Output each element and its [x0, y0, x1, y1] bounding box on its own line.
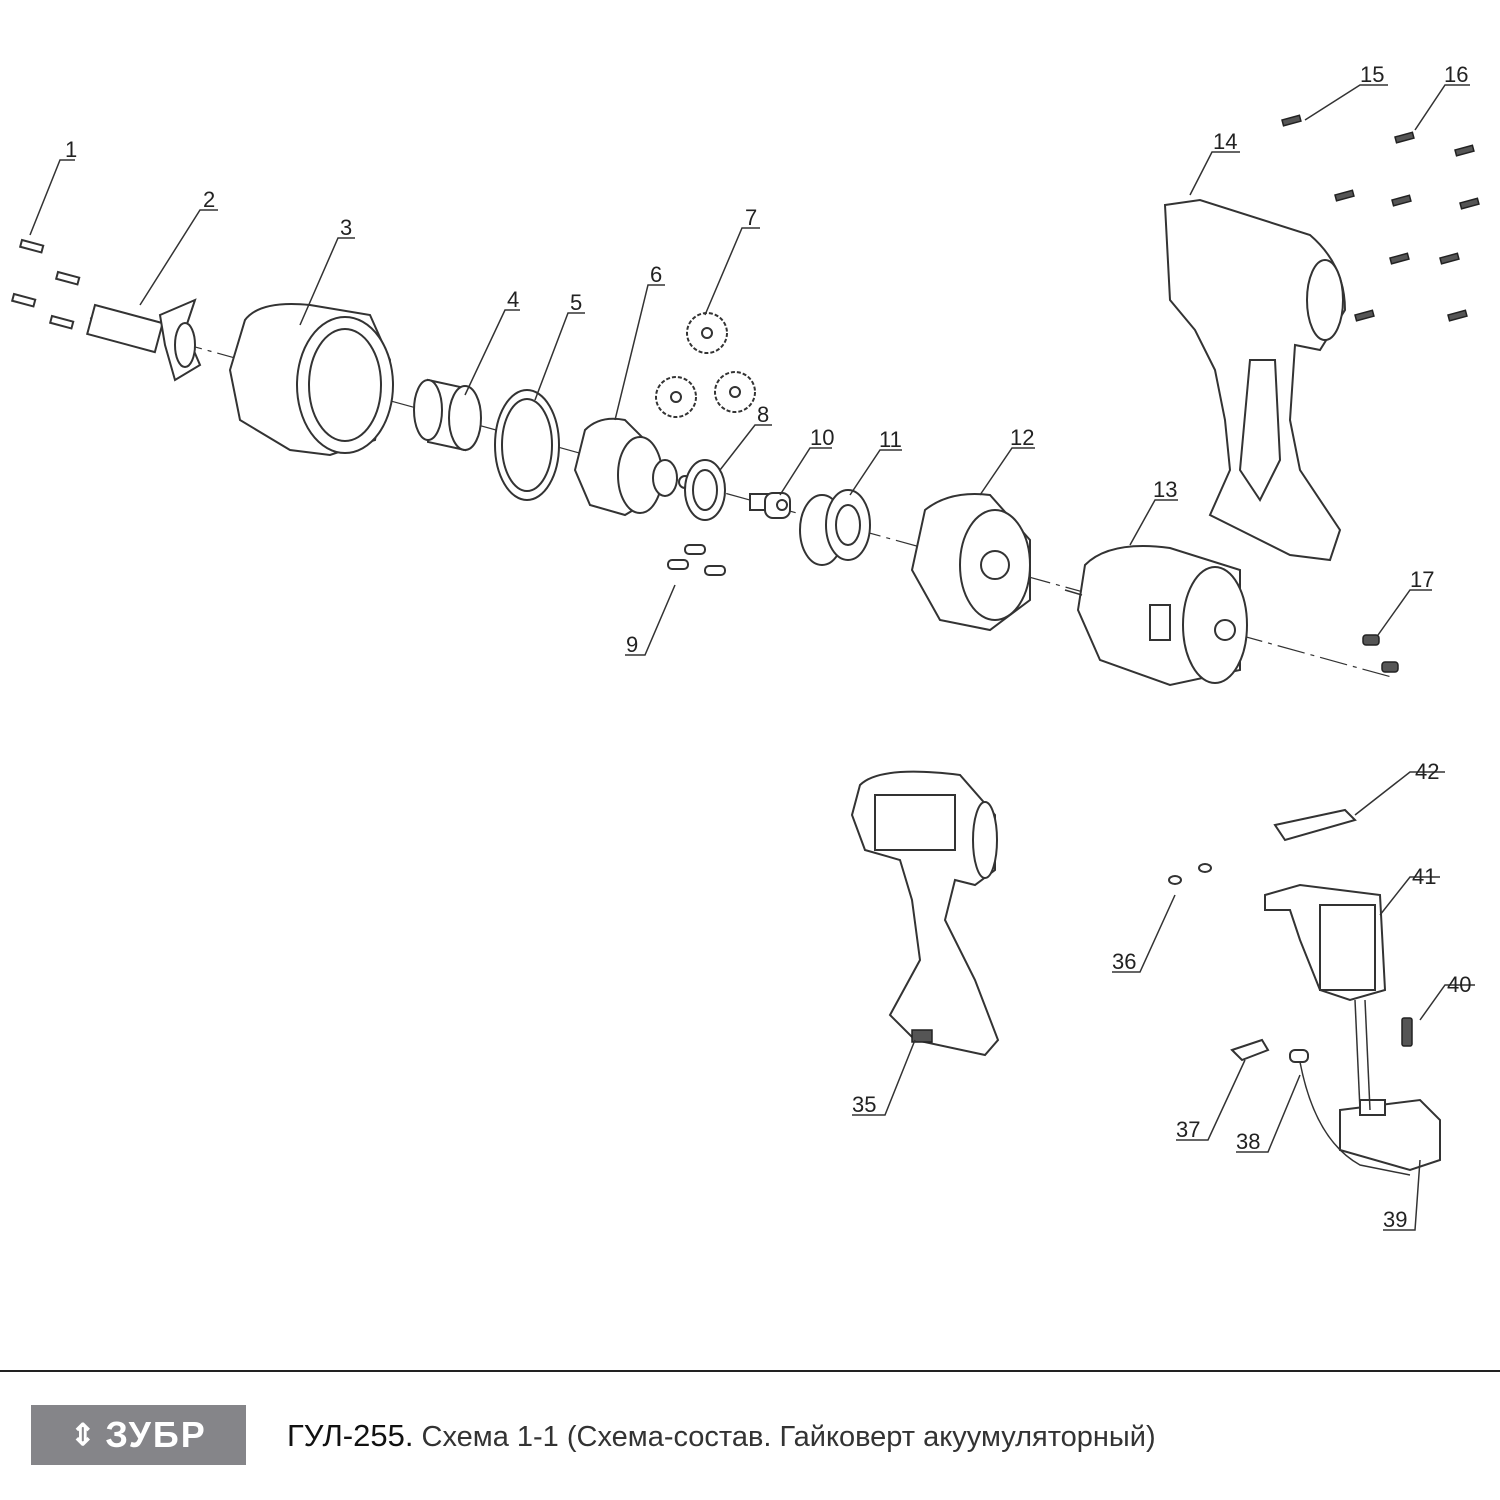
- callout-17: 17: [1377, 567, 1434, 636]
- callout-9: 9: [625, 584, 676, 657]
- callout-3: 3: [299, 215, 355, 326]
- part-13-motor: [1064, 545, 1248, 687]
- footer-divider: [0, 1370, 1500, 1372]
- svg-text:9: 9: [626, 632, 638, 657]
- callout-38: 38: [1236, 1074, 1301, 1154]
- callout-41: 41: [1379, 864, 1440, 916]
- callout-12: 12: [979, 425, 1035, 496]
- svg-text:14: 14: [1213, 129, 1237, 154]
- callout-16: 16: [1414, 62, 1470, 131]
- callout-11: 11: [849, 427, 902, 496]
- callout-7: 7: [704, 205, 760, 316]
- svg-text:36: 36: [1112, 949, 1136, 974]
- svg-text:4: 4: [507, 287, 519, 312]
- part-3-gear-housing: [228, 303, 394, 457]
- callout-4: 4: [464, 287, 520, 396]
- part-39-board: [1339, 999, 1441, 1172]
- callout-14: 14: [1189, 129, 1240, 196]
- part-9-pins: [667, 544, 726, 576]
- svg-text:1: 1: [65, 137, 77, 162]
- callout-35: 35: [852, 1039, 916, 1117]
- brand-name: ЗУБР: [105, 1414, 207, 1455]
- svg-text:6: 6: [650, 262, 662, 287]
- callout-8: 8: [719, 402, 772, 471]
- part-drawings: [10, 114, 1480, 1176]
- callout-10: 10: [779, 425, 834, 496]
- part-4-bushing: [413, 378, 482, 452]
- part-35-housing: [850, 770, 1000, 1057]
- callout-6: 6: [614, 262, 665, 421]
- part-1-screws: [10, 238, 81, 330]
- callout-37: 37: [1176, 1059, 1246, 1142]
- part-2-anvil: [86, 298, 202, 382]
- part-36-nuts: [1168, 863, 1212, 885]
- callout-5: 5: [534, 290, 585, 401]
- svg-text:42: 42: [1415, 759, 1439, 784]
- callout-39: 39: [1383, 1159, 1421, 1232]
- part-38-led: [1289, 1049, 1411, 1176]
- svg-text:16: 16: [1444, 62, 1468, 87]
- svg-text:11: 11: [879, 427, 902, 452]
- diagram-caption: ГУЛ-255. Схема 1-1 (Схема-состав. Гайков…: [287, 1418, 1156, 1454]
- svg-text:17: 17: [1410, 567, 1434, 592]
- callout-13: 13: [1129, 477, 1178, 546]
- part-37-button: [1230, 1038, 1270, 1062]
- part-callouts: 1 2 3 4 5 6 7 8 9 10 11 12 13 14 15 16 1…: [29, 62, 1475, 1232]
- svg-text:8: 8: [757, 402, 769, 427]
- svg-text:7: 7: [745, 205, 757, 230]
- part-8-washer: [684, 459, 726, 521]
- callout-2: 2: [139, 187, 218, 306]
- callout-1: 1: [29, 137, 77, 236]
- svg-text:38: 38: [1236, 1129, 1260, 1154]
- svg-text:10: 10: [810, 425, 834, 450]
- part-40-screw: [1401, 1017, 1413, 1047]
- part-42-clip: [1273, 808, 1357, 842]
- callout-36: 36: [1112, 894, 1176, 974]
- part-12-motor-bracket: [910, 493, 1031, 632]
- svg-text:15: 15: [1360, 62, 1384, 87]
- model-name: ГУЛ-255.: [287, 1418, 414, 1453]
- part-10-pinion: [749, 492, 791, 519]
- part-11-bearing: [799, 489, 871, 566]
- part-17-springs: [1362, 634, 1399, 673]
- svg-text:12: 12: [1010, 425, 1034, 450]
- part-6-hammer: [573, 417, 692, 517]
- brand-logo: ⇕ЗУБР: [31, 1405, 246, 1465]
- svg-text:5: 5: [570, 290, 582, 315]
- callout-42: 42: [1354, 759, 1445, 816]
- callout-40: 40: [1419, 972, 1475, 1021]
- part-14-housing-half: [1163, 198, 1347, 562]
- part-5-washer: [494, 389, 560, 501]
- brand-arrow-icon: ⇕: [70, 1418, 98, 1452]
- svg-text:3: 3: [340, 215, 352, 240]
- part-15-16-screws: [1281, 114, 1480, 322]
- part-7-planet-gears: [655, 312, 756, 418]
- exploded-parts-diagram: 1 2 3 4 5 6 7 8 9 10 11 12 13 14 15 16 1…: [10, 62, 1480, 1232]
- svg-text:41: 41: [1412, 864, 1436, 889]
- svg-text:40: 40: [1447, 972, 1471, 997]
- svg-text:13: 13: [1153, 477, 1177, 502]
- part-41-switch: [1264, 883, 1387, 1002]
- svg-text:37: 37: [1176, 1117, 1200, 1142]
- svg-text:35: 35: [852, 1092, 876, 1117]
- diagram-description: Схема 1-1 (Схема-состав. Гайковерт акуум…: [421, 1421, 1156, 1453]
- svg-text:39: 39: [1383, 1207, 1407, 1232]
- callout-15: 15: [1304, 62, 1388, 121]
- svg-text:2: 2: [203, 187, 215, 212]
